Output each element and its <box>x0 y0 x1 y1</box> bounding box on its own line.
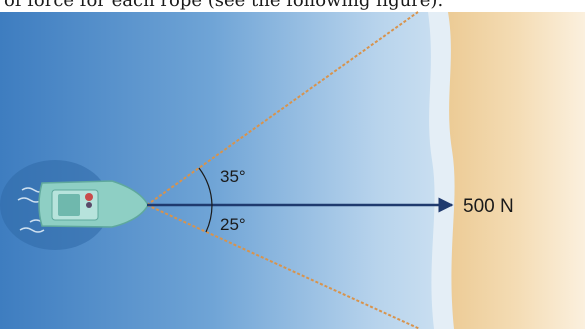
caption-text: of force for each rope (see the followin… <box>4 0 444 11</box>
upper-angle-label: 35° <box>220 167 246 186</box>
beach <box>448 12 585 329</box>
lower-angle-label: 25° <box>220 215 246 234</box>
upper-rope <box>146 11 419 206</box>
lower-angle-arc <box>205 204 213 233</box>
boat <box>38 180 149 228</box>
force-label: 500 N <box>463 196 514 217</box>
upper-angle-arc <box>198 167 213 206</box>
